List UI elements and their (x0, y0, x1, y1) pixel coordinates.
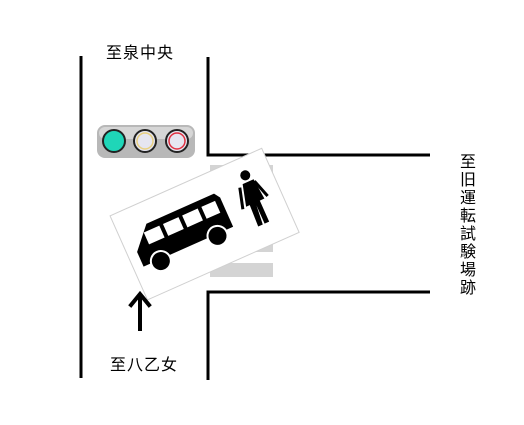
road-edges (79, 56, 430, 380)
pedestrian-arm (238, 187, 245, 210)
pedestrian-body (242, 179, 270, 227)
van-window (162, 217, 184, 236)
label-north: 至泉中央 (106, 43, 175, 62)
collision-card (109, 147, 300, 301)
van-icon (137, 193, 234, 273)
lower-right-road-edge (206, 290, 430, 380)
pedestrian-icon (238, 170, 270, 227)
up-arrow-icon (128, 290, 152, 331)
upper-right-road-edge (206, 57, 430, 157)
red-lamp-rim (168, 132, 186, 150)
pedestrian-arm (253, 180, 269, 198)
traffic-light (97, 125, 195, 158)
van-wheel (206, 224, 229, 247)
yellow-lamp-rim (136, 132, 154, 150)
van-wheel (149, 250, 172, 273)
van-window (182, 208, 203, 228)
label-east: 至旧運転試験場跡 (457, 153, 476, 297)
green-lamp (102, 129, 126, 153)
van-window (201, 200, 221, 219)
van-window (143, 225, 165, 245)
crosswalk-stripe (210, 263, 273, 277)
label-south: 至八乙女 (110, 355, 179, 374)
pedestrian-head (240, 170, 251, 181)
arrow-head (128, 290, 152, 308)
